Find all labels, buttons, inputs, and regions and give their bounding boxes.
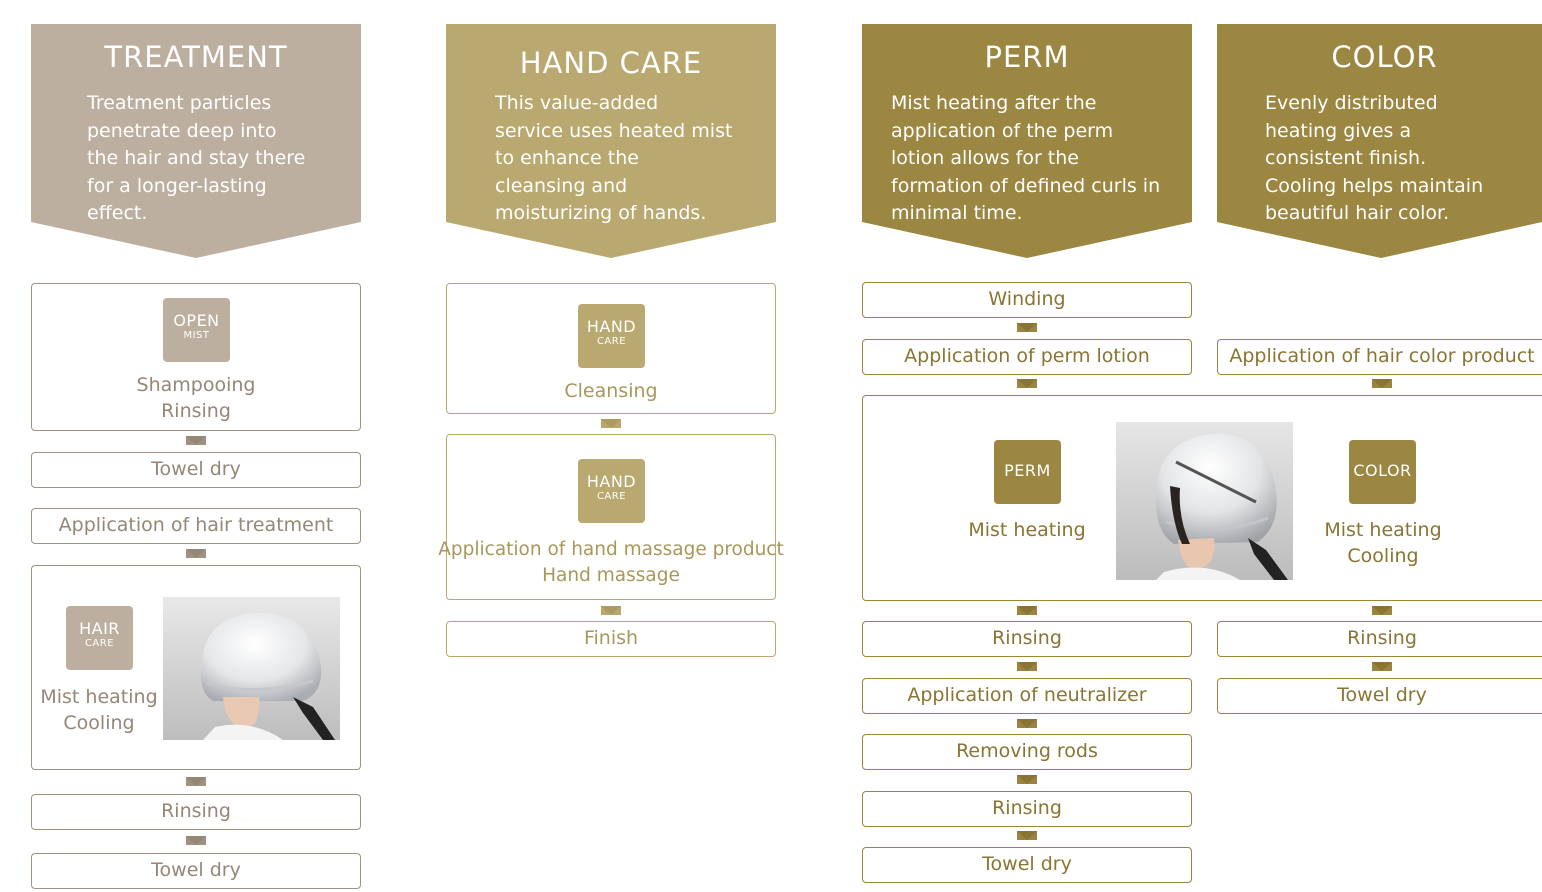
badge-line1: OPEN [173,311,220,330]
hair-dryer-cap-photo [1116,422,1293,580]
perm-description: Mist heating after the application of th… [891,92,1161,224]
perm-second-rinsing-step: Rinsing [862,791,1192,827]
treatment-application-step: Application of hair treatment [31,508,361,544]
cleansing-text: Cleansing [564,380,658,402]
perm-rinsing-step: Rinsing [862,621,1192,657]
flow-arrow [1017,719,1037,728]
flow-arrow [1017,775,1037,784]
perm-removing-rods-step: Removing rods [862,734,1192,770]
badge-line1: PERM [1004,461,1051,480]
open-mist-badge: OPEN MIST [163,298,230,362]
hand-care-header: HAND CARE This value-added service uses … [446,24,776,258]
treatment-description: Treatment particles penetrate deep into … [87,92,306,224]
perm-towel-dry-step: Towel dry [862,847,1192,883]
flow-arrow [601,419,621,428]
hair-dryer-cap-illustration [163,597,340,740]
color-towel-dry-step: Towel dry [1217,678,1542,714]
color-title: COLOR [1331,40,1438,74]
shampoo-rinse-text: Shampooing Rinsing [136,374,256,422]
hand-care-cleansing-box: HAND CARE Cleansing [446,283,776,414]
hand-massage-box: HAND CARE Application of hand massage pr… [438,434,784,600]
color-badge: COLOR [1349,440,1416,504]
flow-arrow [186,836,206,845]
badge-line2: MIST [183,330,210,341]
color-rinsing-step: Rinsing [1217,621,1542,657]
treatment-shampoo-box: OPEN MIST Shampooing Rinsing [31,283,361,431]
badge-line1: HAIR [79,619,120,638]
flow-arrow [1017,323,1037,332]
hand-care-finish-step: Finish [446,621,776,657]
hand-massage-text: Application of hand massage product Hand… [438,539,784,586]
flow-arrow [186,436,206,445]
hand-care-badge-1: HAND CARE [578,304,645,368]
flow-arrow [1017,606,1037,615]
color-description: Evenly distributed heating gives a consi… [1265,92,1484,224]
perm-neutralizer-step: Application of neutralizer [862,678,1192,714]
badge-line1: HAND [586,317,637,336]
hand-care-description: This value-added service uses heated mis… [495,92,733,224]
badge-line1: COLOR [1353,461,1412,480]
perm-heating-text: Mist heating [968,519,1086,541]
treatment-title: TREATMENT [104,40,288,74]
hair-care-badge: HAIR CARE [66,606,133,670]
badge-line2: CARE [84,638,115,649]
perm-title: PERM [984,40,1070,74]
flow-arrow [1017,379,1037,388]
flow-arrow [186,549,206,558]
flow-arrow [1372,379,1392,388]
flow-arrow [1372,662,1392,671]
treatment-header: TREATMENT Treatment particles penetrate … [31,24,361,258]
perm-header: PERM Mist heating after the application … [862,24,1192,258]
treatment-heating-box: HAIR CARE Mist heating Cooling [31,565,361,770]
flow-arrow [601,606,621,615]
hair-dryer-cap-illustration [1116,422,1293,580]
badge-line2: CARE [596,336,627,347]
treatment-heating-text: Mist heating Cooling [40,686,158,734]
hair-dryer-cap-photo [163,597,340,740]
flow-arrow [1017,662,1037,671]
perm-color-heating-box: PERM Mist heating COLOR Mist heating Coo… [862,395,1542,601]
badge-line2: CARE [596,491,627,502]
color-heating-text: Mist heating Cooling [1324,519,1442,567]
badge-line1: HAND [586,472,637,491]
color-header: COLOR Evenly distributed heating gives a… [1217,24,1542,258]
hand-care-badge-2: HAND CARE [578,459,645,523]
flow-arrow [1372,606,1392,615]
perm-lotion-step: Application of perm lotion [862,339,1192,375]
flow-arrow [1017,831,1037,840]
treatment-rinsing-step: Rinsing [31,794,361,830]
treatment-towel-dry-step: Towel dry [31,452,361,488]
flow-arrow [186,777,206,786]
hand-care-title: HAND CARE [519,46,703,80]
perm-winding-step: Winding [862,282,1192,318]
treatment-final-towel-dry-step: Towel dry [31,853,361,889]
color-application-step: Application of hair color product [1217,339,1542,375]
perm-badge: PERM [994,440,1061,504]
